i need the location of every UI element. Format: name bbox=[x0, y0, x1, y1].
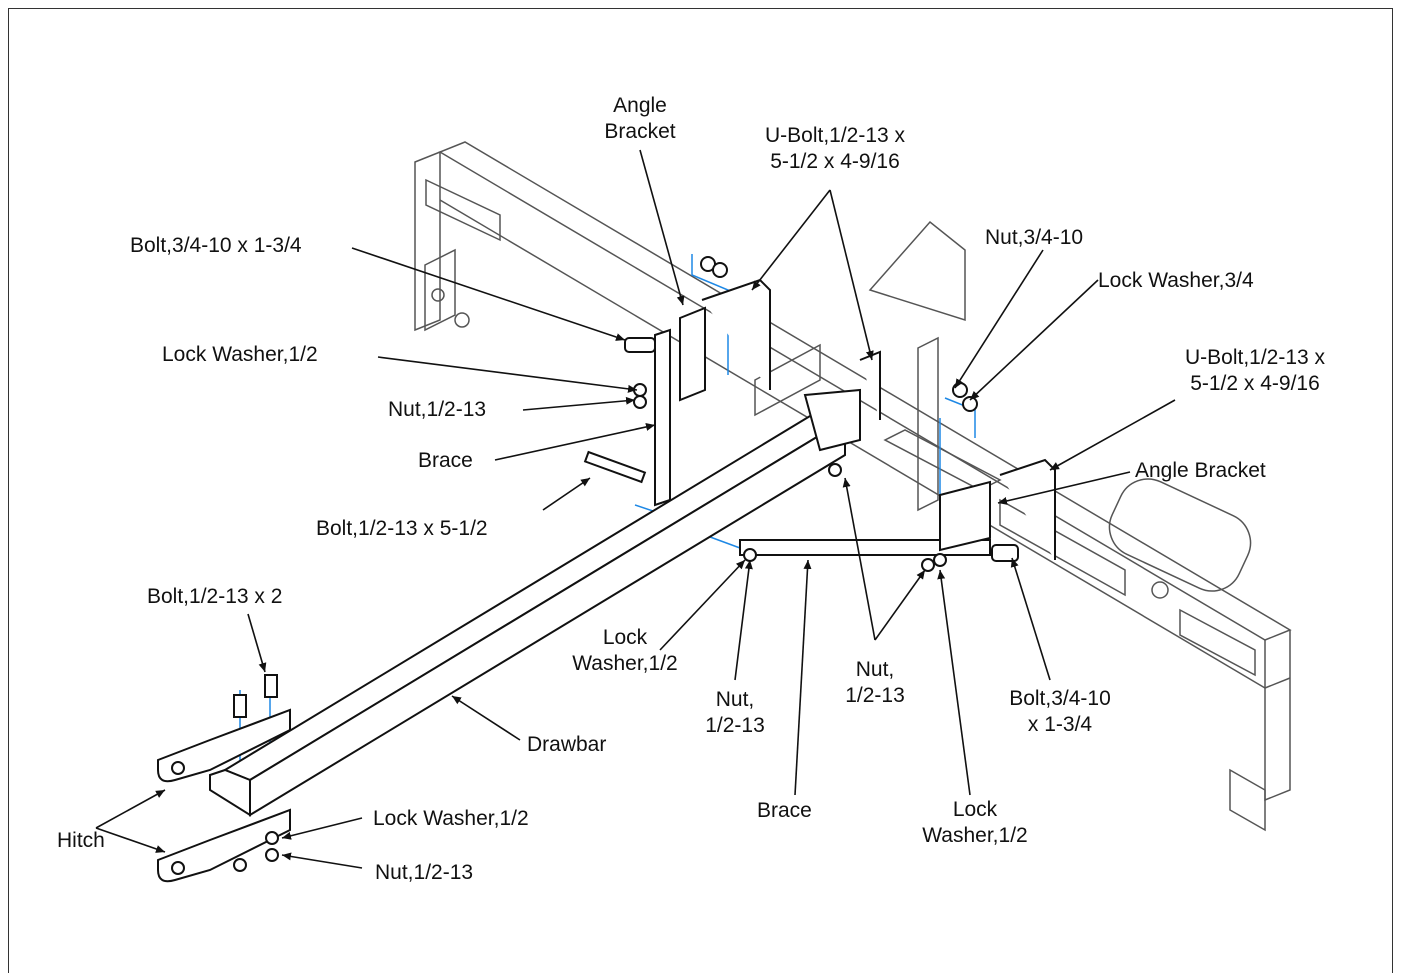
label-lock-washer-12-hitch: Lock Washer,1/2 bbox=[373, 807, 529, 830]
figure-frame bbox=[8, 8, 1393, 973]
label-drawbar: Drawbar bbox=[527, 733, 607, 756]
label-nut-34: Nut,3/4-10 bbox=[985, 226, 1084, 249]
label-nut-12-center: Nut, 1/2-13 bbox=[845, 658, 905, 707]
drawbar-and-braces bbox=[157, 278, 1056, 883]
label-bolt-12-2: Bolt,1/2-13 x 2 bbox=[147, 585, 283, 608]
label-nut-12-hitch: Nut,1/2-13 bbox=[375, 861, 474, 884]
label-ubolt-right: U-Bolt,1/2-13 x 5-1/2 x 4-9/16 bbox=[1184, 346, 1326, 395]
label-bolt-34-top: Bolt,3/4-10 x 1-3/4 bbox=[130, 234, 302, 257]
label-hitch: Hitch bbox=[57, 829, 105, 852]
label-lock-washer-34: Lock Washer,3/4 bbox=[1098, 269, 1254, 292]
label-angle-bracket-top: Angle Bracket bbox=[604, 94, 676, 143]
label-angle-bracket-right: Angle Bracket bbox=[1135, 459, 1266, 482]
label-nut-12-top: Nut,1/2-13 bbox=[388, 398, 487, 421]
toolbar-frame bbox=[414, 141, 1292, 832]
leader-lines bbox=[95, 149, 1176, 869]
label-nut-12-mid: Nut, 1/2-13 bbox=[705, 688, 765, 737]
label-brace-top: Brace bbox=[418, 449, 473, 472]
label-lock-washer-12-mid: Lock Washer,1/2 bbox=[572, 626, 678, 675]
label-lock-washer-12-bottom: Lock Washer,1/2 bbox=[922, 798, 1028, 847]
label-brace-bottom: Brace bbox=[757, 799, 812, 822]
label-lock-washer-12-top: Lock Washer,1/2 bbox=[162, 343, 318, 366]
label-bolt-34-right: Bolt,3/4-10 x 1-3/4 bbox=[1009, 687, 1111, 736]
label-bolt-12-5: Bolt,1/2-13 x 5-1/2 bbox=[316, 517, 488, 540]
label-ubolt-top: U-Bolt,1/2-13 x 5-1/2 x 4-9/16 bbox=[764, 124, 906, 173]
